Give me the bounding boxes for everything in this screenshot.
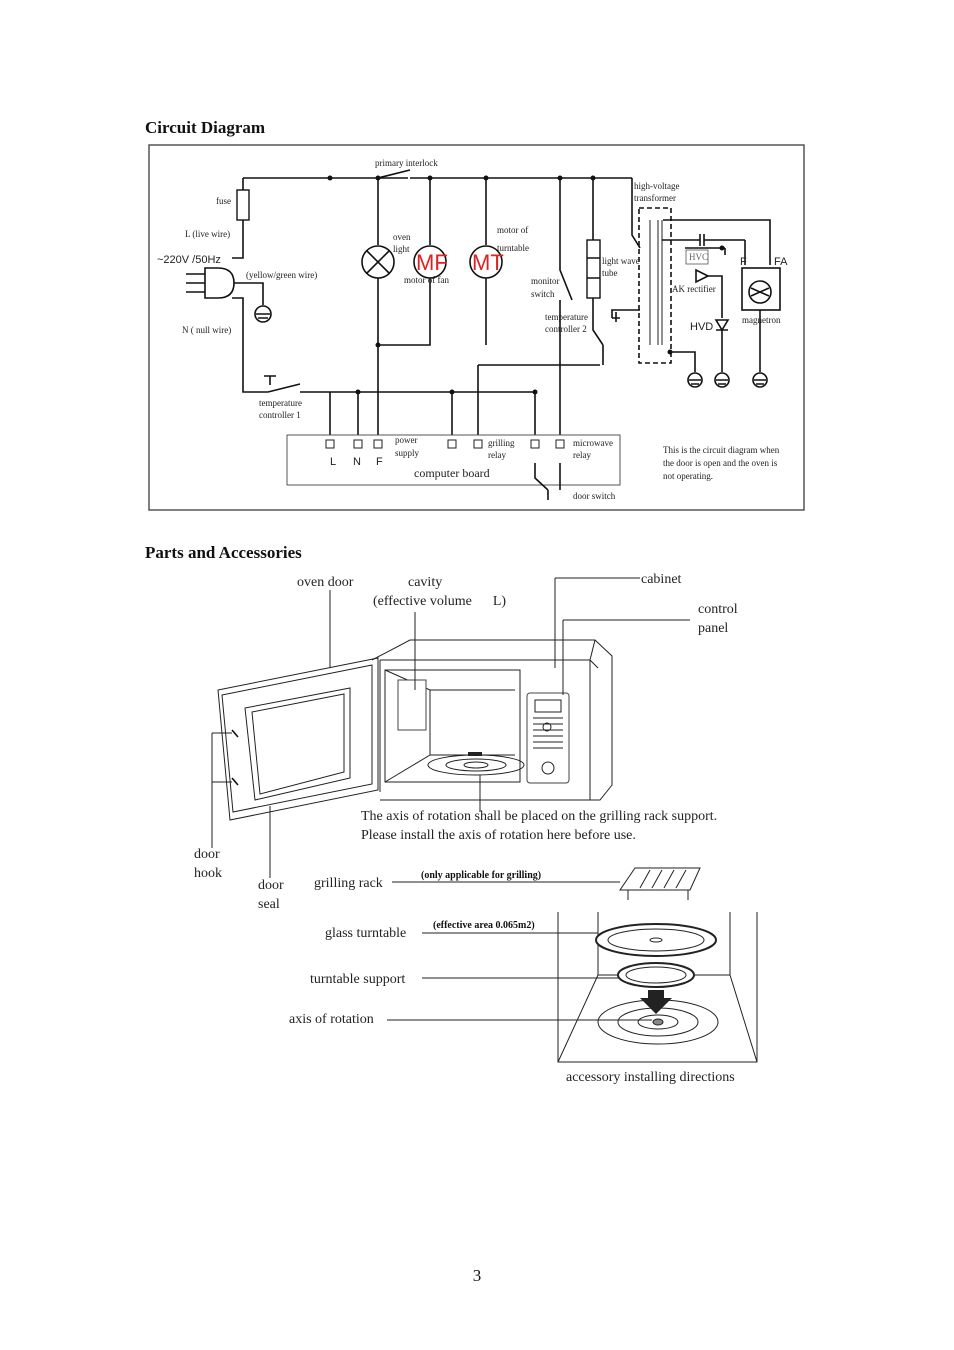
axis-note-line-2: Please install the axis of rotation here… (361, 828, 636, 843)
control-panel-label-2: panel (698, 621, 728, 636)
circuit-note-line-1: This is the circuit diagram when (663, 445, 780, 455)
plug-icon (204, 267, 235, 299)
magnetron-symbol (748, 280, 772, 304)
mf-label: MF (416, 250, 448, 275)
grilling-relay-label-2: relay (488, 450, 506, 460)
oven-light-label-2: light (393, 244, 410, 254)
axis-of-rotation-label: axis of rotation (289, 1012, 374, 1027)
fuse-symbol (236, 189, 250, 221)
accessory-install-box (557, 867, 758, 1063)
ground-icon (714, 372, 730, 388)
motor-of-turntable-label-1: motor of (497, 225, 528, 235)
glass-turntable-note: (effective area 0.065m2) (433, 920, 535, 931)
ground-icon (254, 305, 272, 323)
monitor-switch-label-2: switch (531, 289, 555, 299)
control-panel-label-1: control (698, 602, 738, 617)
effective-volume-label: (effective volume L) (373, 594, 506, 609)
mt-label: MT (472, 250, 504, 275)
microwave-relay-label-1: microwave (573, 438, 613, 448)
grilling-relay-label-1: grilling (488, 438, 515, 448)
magnetron-label: magnetron (742, 315, 781, 325)
door-hook-label-1: door (194, 847, 220, 862)
oven-door-label: oven door (297, 575, 354, 590)
hvd-label: HVD (690, 321, 713, 333)
temp-controller-2-label-1: temperature (545, 312, 588, 322)
light-wave-tube-label-2: tube (602, 268, 618, 278)
ground-icon (687, 372, 703, 388)
grilling-rack-label: grilling rack (314, 876, 383, 891)
null-wire-label: N ( null wire) (182, 325, 231, 335)
oven-light-label-1: oven (393, 232, 411, 242)
ak-rectifier-symbol (695, 268, 710, 284)
parts-and-accessories-title: Parts and Accessories (145, 543, 302, 562)
yellow-green-wire-label: (yellow/green wire) (246, 270, 317, 280)
light-wave-tube-label-1: light wave (602, 256, 640, 266)
motor-of-turntable-label-2: turntable (497, 243, 529, 253)
cabinet-label: cabinet (641, 572, 682, 587)
circuit-note-line-3: not operating. (663, 471, 713, 481)
parts-diagram: oven door cavity (effective volume L) ca… (194, 572, 758, 1085)
hv-transformer-label-1: high-voltage (634, 181, 680, 191)
terminal-n-label: N (353, 456, 361, 468)
transformer-box (638, 207, 672, 364)
installing-directions-label: accessory installing directions (566, 1070, 735, 1085)
f-label: F (740, 256, 747, 268)
turntable-support-label: turntable support (310, 972, 405, 987)
temp-controller-1-label-1: temperature (259, 398, 302, 408)
temp-controller-2-label-2: controller 2 (545, 324, 587, 334)
ak-rectifier-label: AK rectifier (672, 284, 716, 294)
temp-controller-1-label-2: controller 1 (259, 410, 301, 420)
power-supply-label-2: supply (395, 448, 420, 458)
door-hook-label-2: hook (194, 866, 222, 881)
circuit-diagram: MF MT (148, 144, 805, 511)
glass-turntable-label: glass turntable (325, 926, 406, 941)
supply-label: ~220V /50Hz (157, 254, 221, 266)
hv-transformer-label-2: transformer (634, 193, 676, 203)
fuse-label: fuse (216, 196, 231, 206)
primary-interlock-label: primary interlock (375, 158, 438, 168)
grilling-note: (only applicable for grilling) (421, 870, 541, 881)
ground-icon (752, 372, 768, 388)
page-number: 3 (472, 1266, 482, 1285)
door-switch-label: door switch (573, 491, 616, 501)
live-wire-label: L (live wire) (185, 229, 230, 239)
fa-label: FA (774, 256, 788, 268)
door-seal-label-2: seal (258, 897, 280, 912)
microwave-relay-label-2: relay (573, 450, 591, 460)
microwave-oven (371, 639, 613, 801)
cavity-label: cavity (408, 575, 442, 590)
magnetron-box (741, 267, 781, 311)
oven-door (217, 657, 379, 821)
circuit-note-line-2: the door is open and the oven is (663, 458, 778, 468)
circuit-diagram-title: Circuit Diagram (145, 118, 266, 137)
computer-board-label: computer board (414, 466, 490, 480)
motor-of-fan-label: motor of fan (404, 275, 449, 285)
door-seal-label-1: door (258, 878, 284, 893)
monitor-switch-label-1: monitor (531, 276, 560, 286)
terminal-f-label: F (376, 456, 383, 468)
axis-note-line-1: The axis of rotation shall be placed on … (361, 809, 717, 824)
terminal-l-label: L (330, 456, 336, 468)
hvc-label: HVC (689, 252, 708, 262)
light-wave-tube-symbol (586, 239, 601, 299)
power-supply-label-1: power (395, 435, 418, 445)
